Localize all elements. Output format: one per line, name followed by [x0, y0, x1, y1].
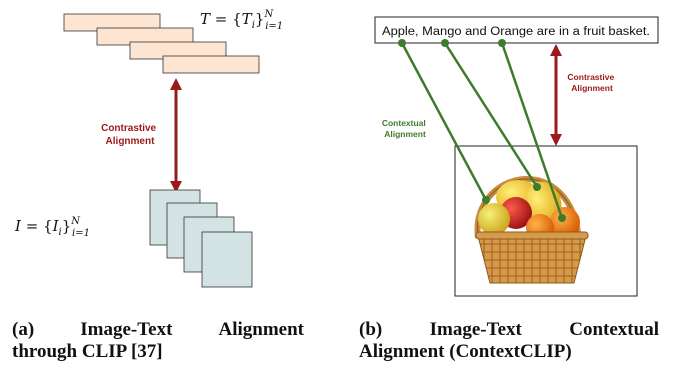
contrastive-label-a-line1: Contrastive	[101, 123, 156, 134]
mango-anchor-dot	[441, 39, 449, 47]
panel-b: Apple, Mango and Orange are in a fruit b…	[374, 16, 659, 297]
caption-b-tag: (b)	[359, 319, 383, 340]
apple-fruit	[478, 203, 510, 235]
mango-link	[443, 42, 539, 188]
image-embedding-stack	[149, 189, 253, 288]
contextual-dots	[398, 39, 566, 222]
orange-link	[500, 42, 564, 219]
contrastive-label-a-line2: Alignment	[106, 136, 156, 147]
contextual-label-line1: Contextual	[382, 118, 426, 128]
contextual-label: Contextual Alignment	[382, 118, 428, 139]
apple-target-dot	[482, 196, 490, 204]
basket-rim	[475, 231, 589, 240]
contextual-lines	[400, 42, 564, 219]
apple-anchor-dot	[398, 39, 406, 47]
orange-anchor-dot	[498, 39, 506, 47]
image-card-4	[201, 231, 253, 288]
caption-a-word1: Image-Text	[80, 319, 173, 340]
contrastive-label-b: Contrastive Alignment	[567, 72, 616, 93]
fruit-basket-illustration	[474, 176, 589, 284]
orange-target-dot	[558, 214, 566, 222]
text-box-4	[162, 55, 260, 74]
caption-a-line2: through CLIP [37]	[12, 341, 163, 362]
caption-b-line2: Alignment (ContextCLIP)	[359, 341, 572, 362]
caption-a-tag: (a)	[12, 319, 35, 340]
caption-b-word1: Image-Text	[429, 319, 522, 340]
contrastive-label-b-line2: Alignment	[571, 83, 613, 93]
caption-b-word2: Contextual	[569, 319, 659, 340]
mango-target-dot	[533, 183, 541, 191]
caption-a-word2: Alignment	[218, 319, 304, 340]
contrastive-label-b-line1: Contrastive	[567, 72, 614, 82]
contextual-label-line2: Alignment	[384, 129, 426, 139]
text-embedding-stack	[63, 13, 260, 74]
orange-fruit-1	[550, 207, 580, 237]
sentence-text: Apple, Mango and Orange are in a fruit b…	[382, 26, 650, 38]
apple-link	[400, 42, 488, 201]
caption-a: (a) Image-Text Alignment through CLIP [3…	[12, 319, 304, 363]
caption-b: (b) Image-Text Contextual Alignment (Con…	[359, 319, 659, 363]
sentence-box	[374, 16, 659, 44]
basket-body	[477, 235, 587, 284]
contrastive-label-a: Contrastive Alignment	[101, 123, 159, 147]
